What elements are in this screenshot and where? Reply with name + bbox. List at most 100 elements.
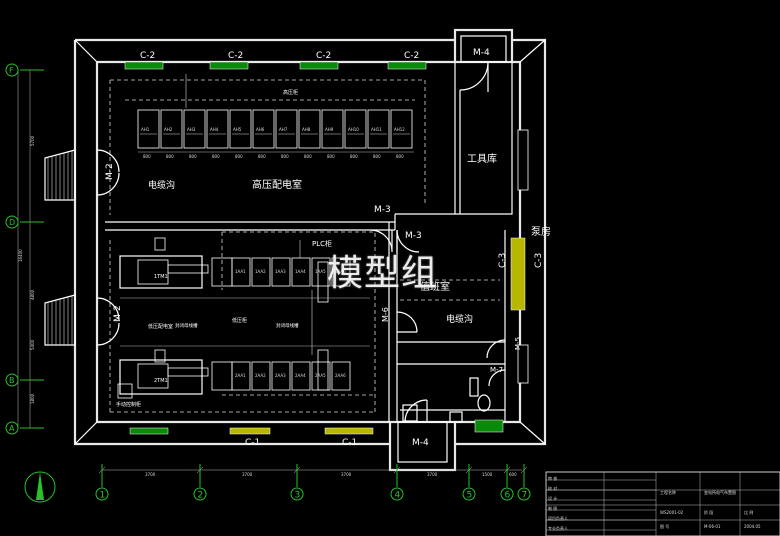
- window-top-label: C-2: [228, 51, 243, 61]
- door-m2-bottom: M-2: [113, 305, 123, 322]
- door-m3-right: M-3: [405, 231, 422, 241]
- title-block: 审 核校 对设 计制 图项目负责人专业负责人工程名称变电所电气布置图WS2001…: [545, 471, 780, 536]
- title-row-label: 审 核: [548, 475, 557, 481]
- door-m4-top: M-4: [473, 48, 490, 58]
- hv-cabinet-code: 800: [327, 154, 335, 159]
- lv-cabinet-id: 2AA5: [315, 373, 326, 378]
- lv-cabinet-id: 1AA3: [275, 269, 286, 274]
- lv-cabinet: [251, 257, 271, 287]
- plc-cabinet-label: PLC柜: [312, 239, 332, 248]
- title-code: WS2001-02: [660, 510, 684, 515]
- lv-cabinet-label: 低压柜: [232, 317, 247, 324]
- axis-y-label: A: [9, 424, 15, 433]
- title-scale: 比 例: [744, 509, 753, 515]
- hv-cabinet-code: 800: [212, 154, 220, 159]
- door-m5: M-5: [514, 337, 522, 350]
- dim-x-value: 3700: [145, 472, 156, 477]
- room-lv-label: 低压配电室: [148, 323, 173, 330]
- interior-walls: [105, 62, 513, 422]
- axis-y-label: B: [9, 376, 15, 385]
- busbar-label-2: 封闭母线槽: [276, 322, 299, 329]
- door-m4-bottom: M-4: [412, 438, 429, 448]
- lv-cabinet: [331, 361, 351, 391]
- hv-cabinet-code: 800: [373, 154, 381, 159]
- title-row-label: 项目负责人: [548, 515, 568, 521]
- lv-cabinet-id: 1AA1: [235, 269, 246, 274]
- dim-y-total: 16400: [18, 249, 23, 262]
- dim-y-value: 5700: [30, 135, 35, 146]
- cable-trench-label-1: 电缆沟: [148, 179, 175, 191]
- axis-y-label: D: [9, 218, 15, 227]
- hv-cabinet: [367, 109, 390, 149]
- window-right-label: C-3: [534, 253, 544, 268]
- window-bottom-label: C-1: [342, 438, 357, 448]
- title-project-label: 工程名称: [660, 489, 676, 495]
- hv-cabinet-id: AH3: [187, 127, 196, 132]
- axis-x-label: 4: [395, 491, 401, 501]
- hv-cabinet: [275, 109, 298, 149]
- hv-cabinet: [321, 109, 344, 149]
- dim-x-value: 600: [509, 472, 517, 477]
- hv-cabinet-code: 800: [396, 154, 404, 159]
- axis-x-label: 3: [295, 491, 301, 501]
- windows: [124, 61, 529, 435]
- hv-cabinet-id: AH2: [164, 127, 173, 132]
- room-hv-label: 高压配电室: [252, 178, 302, 191]
- lv-cabinet-id: 2AA1: [235, 373, 246, 378]
- lv-cabinet-id: 2AA4: [295, 373, 306, 378]
- window-top-label: C-2: [140, 51, 155, 61]
- hv-cabinet-id: AH8: [302, 127, 311, 132]
- transformer-2-label: 2TM1: [154, 378, 168, 384]
- dim-x-value: 1500: [482, 472, 493, 477]
- lv-cabinet: [271, 361, 291, 391]
- lv-cabinet: [311, 257, 331, 287]
- hv-cabinet-id: AH9: [325, 127, 334, 132]
- window-top-label: C-2: [404, 51, 419, 61]
- lv-cabinet-id: 2AA3: [275, 373, 286, 378]
- lv-cabinet-id: 1AA2: [255, 269, 266, 274]
- title-drawing-no-label: 图 号: [660, 523, 669, 529]
- hv-cabinet: [344, 109, 367, 149]
- lv-cabinet: [331, 257, 351, 287]
- axis-x-label: 7: [522, 491, 528, 501]
- dim-x-value: 3700: [427, 472, 438, 477]
- window-top-label: C-2: [316, 51, 331, 61]
- lv-cabinet: [251, 361, 271, 391]
- lv-cabinet-id: 1AA4: [295, 269, 306, 274]
- hv-cabinet: [390, 109, 413, 149]
- axis-x-label: 5: [467, 491, 473, 501]
- title-date: 2004.05: [744, 524, 761, 529]
- hv-cabinet-code: 800: [350, 154, 358, 159]
- room-pump-label: 泵房: [531, 225, 551, 238]
- axis-x-label: 1: [100, 491, 106, 501]
- axis-y-label: F: [9, 66, 14, 75]
- hv-cabinet-code: 800: [258, 154, 266, 159]
- hv-cabinet: [160, 109, 183, 149]
- axis-x-label: 2: [198, 491, 204, 501]
- dim-y-value: 4800: [30, 289, 35, 300]
- door-m3-left: M-3: [374, 205, 391, 215]
- lv-cabinet: [291, 257, 311, 287]
- hv-cabinet-id: AH5: [233, 127, 242, 132]
- title-drawing: 变电所电气布置图: [704, 489, 736, 495]
- hv-cabinet: [137, 109, 160, 149]
- hv-cabinet: [252, 109, 275, 149]
- hv-cabinet: [183, 109, 206, 149]
- title-row-label: 设 计: [548, 495, 557, 501]
- lv-cabinet-id: 2AA6: [335, 373, 346, 378]
- hv-cabinet: [229, 109, 252, 149]
- room-duty-label: 值班室: [420, 280, 450, 293]
- hv-cabinet-code: 800: [166, 154, 174, 159]
- title-row-label: 专业负责人: [548, 525, 568, 531]
- hv-cabinet-code: 800: [189, 154, 197, 159]
- window-bottom-label: C-1: [245, 438, 260, 448]
- hv-cabinet-code: 800: [143, 154, 151, 159]
- hv-cabinet-id: AH11: [371, 127, 382, 132]
- window-right-label: C-3: [498, 253, 508, 268]
- title-row-label: 校 对: [548, 485, 557, 491]
- hv-cabinet-row: AH1800AH2800AH3800AH4800AH5800AH6800AH78…: [137, 74, 414, 159]
